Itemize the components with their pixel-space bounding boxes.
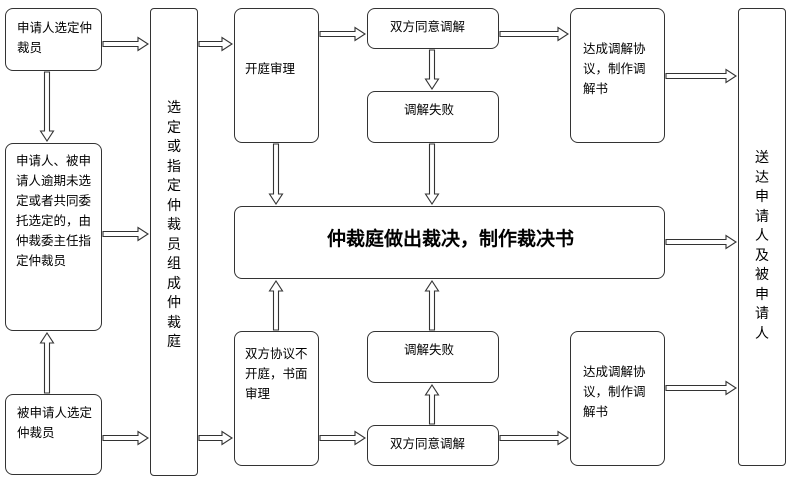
agreement-bottom-text: 达成调解协议，制作调解书 <box>583 364 646 419</box>
respondent-select-box: 被申请人选定仲裁员 <box>5 394 102 475</box>
mediation-top-text: 双方同意调解 <box>390 19 466 34</box>
arrow-mediation-to-agreement-bottom <box>499 430 570 446</box>
arrow-written-to-award <box>268 279 284 331</box>
award-box: 仲裁庭做出裁决，制作裁决书 <box>234 206 665 279</box>
mediation-top-box: 双方同意调解 <box>367 8 499 49</box>
arrow-agreement-bottom-to-deliver <box>665 380 738 396</box>
form-tribunal-text: 选定或指定仲裁员组成仲裁庭 <box>167 100 181 350</box>
mediation-fail-top-box: 调解失败 <box>367 91 499 143</box>
deliver-box: 送达申请人及被申请人 <box>738 8 786 466</box>
arrow-overdue-to-tribunal <box>102 226 150 242</box>
arrow-tribunal-to-written <box>198 430 234 446</box>
arrow-respondent-to-overdue <box>39 331 55 394</box>
mediation-bottom-box: 双方同意调解 <box>367 425 499 466</box>
arrow-applicant-to-overdue <box>39 71 55 143</box>
applicant-select-box: 申请人选定仲裁员 <box>5 8 102 71</box>
mediation-fail-top-text: 调解失败 <box>404 102 455 117</box>
arrow-fail-bottom-to-award <box>424 279 440 331</box>
respondent-select-text: 被申请人选定仲裁员 <box>17 405 93 440</box>
written-hearing-text: 双方协议不开庭，书面审理 <box>245 346 308 401</box>
open-hearing-box: 开庭审理 <box>234 8 319 143</box>
award-text: 仲裁庭做出裁决，制作裁决书 <box>326 228 574 250</box>
arrow-respondent-to-tribunal <box>102 430 150 446</box>
open-hearing-text: 开庭审理 <box>245 61 296 76</box>
arrow-mediation-to-agreement-top <box>499 26 570 42</box>
arrow-mediation-bottom-to-fail <box>424 383 440 425</box>
written-hearing-box: 双方协议不开庭，书面审理 <box>234 331 319 466</box>
overdue-appoint-text: 申请人、被申请人逾期未选定或者共同委托选定的，由仲裁委主任指定仲裁员 <box>16 153 92 268</box>
agreement-top-box: 达成调解协议，制作调解书 <box>570 8 665 143</box>
applicant-select-text: 申请人选定仲裁员 <box>17 20 93 55</box>
form-tribunal-box: 选定或指定仲裁员组成仲裁庭 <box>150 8 198 476</box>
arrow-applicant-to-tribunal <box>102 36 150 52</box>
arrow-mediation-to-fail-top <box>424 49 440 91</box>
arrow-award-to-deliver <box>665 234 738 250</box>
mediation-bottom-text: 双方同意调解 <box>390 436 466 451</box>
arrow-open-to-award <box>268 143 284 206</box>
arrow-tribunal-to-open <box>198 36 234 52</box>
arrow-agreement-top-to-deliver <box>665 68 738 84</box>
agreement-top-text: 达成调解协议，制作调解书 <box>583 41 646 96</box>
mediation-fail-bottom-box: 调解失败 <box>367 331 499 383</box>
overdue-appoint-box: 申请人、被申请人逾期未选定或者共同委托选定的，由仲裁委主任指定仲裁员 <box>5 143 102 331</box>
deliver-text: 送达申请人及被申请人 <box>755 150 769 342</box>
arrow-written-to-mediation <box>319 430 367 446</box>
agreement-bottom-box: 达成调解协议，制作调解书 <box>570 331 665 466</box>
mediation-fail-bottom-text: 调解失败 <box>404 342 455 357</box>
arrow-fail-top-to-award <box>424 143 440 206</box>
arrow-open-to-mediation <box>319 26 367 42</box>
